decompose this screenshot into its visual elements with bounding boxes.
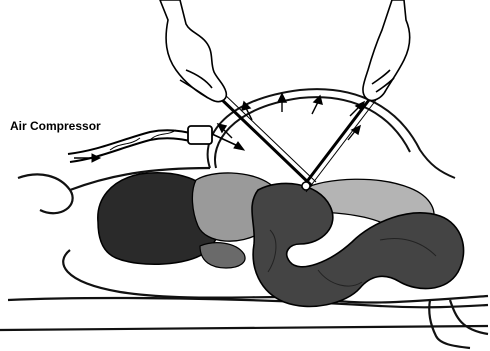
left-hand-icon <box>160 0 226 102</box>
hands <box>160 0 410 102</box>
hose-connector <box>188 126 212 144</box>
air-compressor-label: Air Compressor <box>10 119 101 133</box>
spleen-organ <box>200 243 245 268</box>
organs <box>98 173 464 307</box>
